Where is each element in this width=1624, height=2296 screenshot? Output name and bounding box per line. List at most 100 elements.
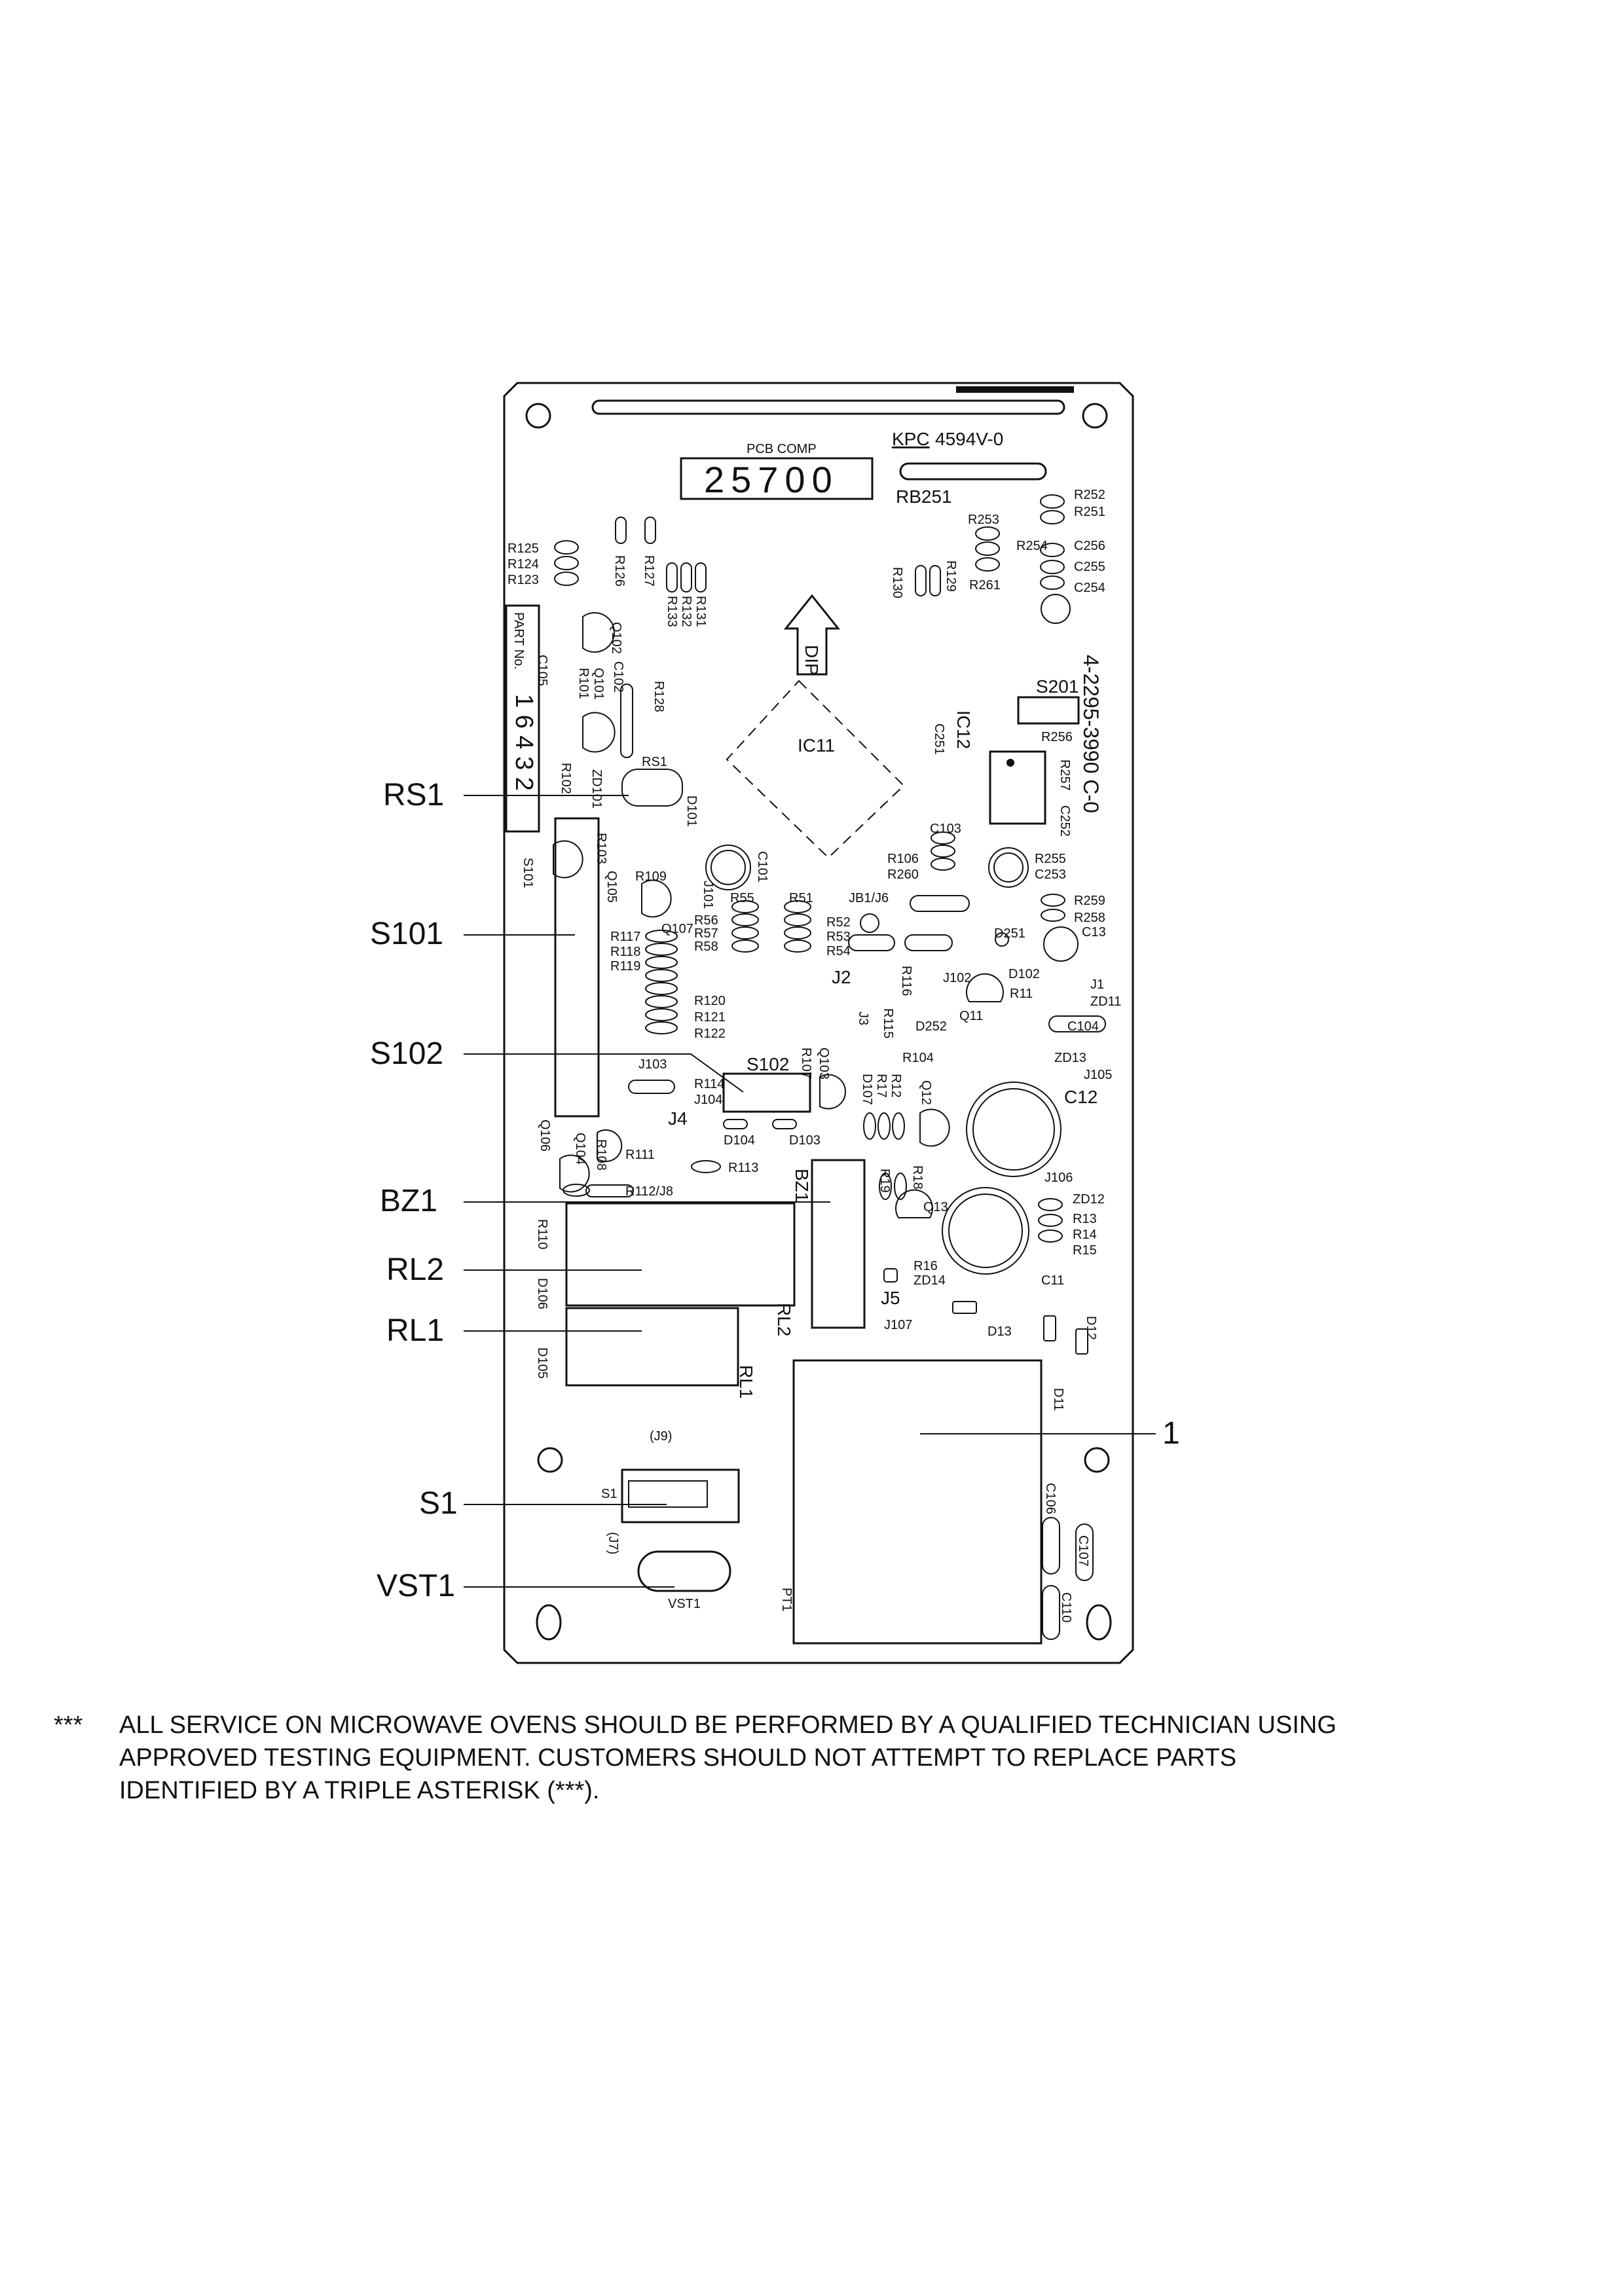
r130-label: R130	[890, 567, 904, 598]
j3-label: J3	[856, 1011, 870, 1025]
service-warning: ***ALL SERVICE ON MICROWAVE OVENS SHOULD…	[54, 1709, 1521, 1807]
center-right-components	[848, 831, 1106, 1032]
warning-text-1: ALL SERVICE ON MICROWAVE OVENS SHOULD BE…	[119, 1711, 1337, 1739]
j107-label: J107	[884, 1318, 912, 1332]
j104-label: J104	[694, 1093, 722, 1107]
r110-label: R110	[535, 1219, 549, 1249]
d107-label: D107	[860, 1074, 874, 1105]
pcb-comp-box	[680, 457, 874, 500]
callout-rs1: RS1	[383, 778, 444, 812]
c102-label: C102	[611, 661, 625, 693]
r55-label: R55	[730, 891, 754, 905]
r257-label: R257	[1058, 759, 1072, 791]
r119-label: R119	[610, 959, 640, 974]
ic12-pin1	[1006, 759, 1014, 767]
d106-label: D106	[535, 1278, 549, 1309]
service-warning-line3: IDENTIFIED BY A TRIPLE ASTERISK (***).	[119, 1777, 600, 1804]
d101-label: D101	[684, 795, 699, 827]
callout-s101: S101	[370, 917, 443, 951]
r126-label: R126	[612, 555, 627, 587]
d102-label: D102	[1008, 967, 1040, 981]
vst1-board-label: VST1	[668, 1597, 701, 1611]
resistor-arrays	[645, 900, 811, 1034]
rs1-board-label: RS1	[642, 755, 667, 769]
j102-label: J102	[943, 971, 971, 985]
zd14-label: ZD14	[913, 1273, 946, 1288]
c110-label: C110	[1059, 1592, 1073, 1622]
zd11-label: ZD11	[1090, 994, 1121, 1009]
s1-board-label: S1	[601, 1487, 617, 1501]
r260-label: R260	[887, 867, 919, 882]
dip-arrow	[783, 594, 841, 676]
board-outline	[503, 382, 1134, 1664]
q102-label: Q102	[609, 622, 623, 654]
q103-label: Q103	[817, 1048, 831, 1080]
kpc-code: 4594V-0	[935, 429, 1003, 449]
right-middle-components	[879, 1173, 1088, 1355]
top-right-components	[915, 494, 1071, 624]
r261-label: R261	[969, 578, 1001, 592]
callout-s102: S102	[370, 1036, 443, 1071]
r258-label: R258	[1074, 911, 1105, 925]
s101-board-label: S101	[521, 858, 535, 888]
zd12-label: ZD12	[1073, 1192, 1105, 1207]
callout-1: 1	[1162, 1416, 1180, 1451]
pcb-comp-label: PCB COMP	[747, 442, 817, 456]
zd13-label: ZD13	[1054, 1051, 1086, 1065]
r123-label: R123	[507, 573, 539, 587]
j9-label: (J9)	[650, 1429, 672, 1444]
r251-label: R251	[1074, 505, 1105, 519]
r101-label: R101	[576, 668, 591, 699]
r102-label: R102	[559, 763, 573, 794]
top-slot	[591, 399, 1065, 415]
c103-label: C103	[930, 822, 961, 836]
callout-s1: S1	[419, 1486, 458, 1521]
callout-bz1: BZ1	[380, 1184, 437, 1218]
d12-label: D12	[1084, 1316, 1098, 1340]
r107-label: R107	[799, 1048, 813, 1079]
top-left-components	[554, 517, 707, 653]
c251-label: C251	[932, 723, 946, 755]
q11-label: Q11	[959, 1009, 983, 1023]
q105-label: Q105	[604, 871, 619, 903]
r16-label: R16	[913, 1259, 938, 1273]
r56-label: R56	[694, 913, 718, 928]
d103-label: D103	[789, 1133, 821, 1148]
r128-label: R128	[652, 681, 666, 712]
s201-label: S201	[1036, 676, 1079, 697]
r12-label: R12	[889, 1074, 903, 1098]
callout-vst1: VST1	[377, 1569, 455, 1603]
r18-label: R18	[910, 1165, 925, 1190]
rl1-shape	[565, 1307, 739, 1387]
r117-label: R117	[610, 930, 640, 944]
d252-label: D252	[915, 1019, 947, 1034]
j101-label: J101	[701, 881, 715, 909]
service-warning-line2: APPROVED TESTING EQUIPMENT. CUSTOMERS SH…	[119, 1744, 1237, 1772]
pcb-comp-number: 25700	[704, 459, 839, 500]
part-no-digits: 1 6 4 3 2	[510, 694, 538, 791]
r133-label: R133	[665, 596, 679, 627]
d251-label: D251	[994, 926, 1025, 941]
rl2-board-label: RL2	[774, 1303, 794, 1336]
service-warning-line1: ***ALL SERVICE ON MICROWAVE OVENS SHOULD…	[54, 1711, 1337, 1739]
s102-shape	[722, 1072, 811, 1113]
c254-label: C254	[1074, 581, 1105, 595]
j1-label: J1	[1090, 977, 1104, 992]
bz1-shape	[811, 1159, 866, 1329]
r13-label: R13	[1073, 1212, 1097, 1226]
d104-label: D104	[724, 1133, 755, 1148]
q12-label: Q12	[919, 1080, 933, 1105]
c101-label: C101	[755, 851, 769, 883]
rl1-board-label: RL1	[736, 1365, 756, 1398]
s201-shape	[1017, 696, 1080, 725]
vst1-shape	[637, 1550, 731, 1592]
rb251-shape	[899, 462, 1047, 481]
r256-label: R256	[1041, 730, 1073, 744]
r52-label: R52	[826, 915, 851, 930]
rb251-label: RB251	[896, 486, 952, 507]
r118-label: R118	[610, 945, 640, 959]
r58-label: R58	[694, 939, 718, 954]
s101-shape	[554, 817, 600, 1118]
left-middle-components	[553, 683, 751, 918]
